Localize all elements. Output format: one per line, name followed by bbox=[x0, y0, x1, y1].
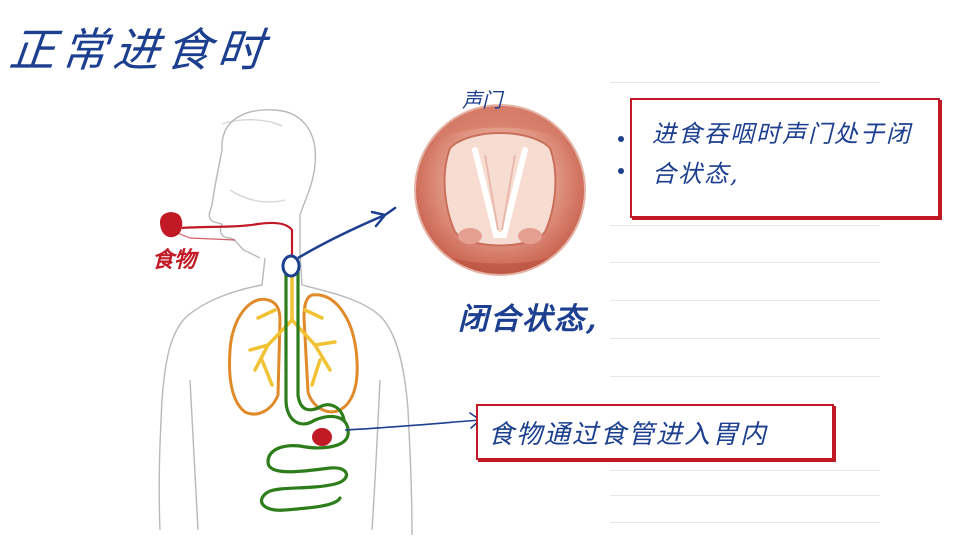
digestive-tract bbox=[260, 260, 350, 512]
stomach-arrow bbox=[344, 419, 481, 431]
glottis-note-text: 进食吞咽时声门处于闭合状态, bbox=[652, 120, 912, 188]
ruled-line bbox=[610, 376, 880, 377]
food-path-text: 食物通过食管进入胃内 bbox=[488, 420, 769, 450]
ruled-line bbox=[610, 225, 880, 226]
glottis-label: 声门 bbox=[462, 88, 502, 112]
glottis-arrow bbox=[297, 213, 386, 260]
ruled-line bbox=[610, 522, 880, 523]
ruled-line bbox=[610, 495, 880, 496]
ruled-line bbox=[610, 338, 880, 339]
bullet-icon bbox=[618, 136, 624, 142]
glottis-inset-image bbox=[414, 104, 586, 276]
ruled-line bbox=[610, 262, 880, 263]
ruled-line bbox=[610, 82, 880, 83]
body-outline bbox=[158, 109, 413, 536]
closed-state-label: 闭合状态, bbox=[458, 302, 599, 337]
food-blob bbox=[160, 212, 183, 238]
food-path-box: 食物通过食管进入胃内 bbox=[476, 404, 834, 460]
bullet-icon bbox=[618, 168, 624, 174]
food-in-stomach bbox=[312, 428, 332, 446]
food-label: 食物 bbox=[152, 247, 197, 273]
ruled-line bbox=[610, 470, 880, 471]
glottis-note-box: 进食吞咽时声门处于闭合状态, bbox=[630, 98, 940, 218]
glottis-marker bbox=[281, 254, 301, 278]
food-path-line bbox=[181, 221, 294, 262]
bronchi bbox=[248, 268, 337, 387]
ruled-line bbox=[610, 300, 880, 301]
left-lung bbox=[228, 297, 282, 416]
